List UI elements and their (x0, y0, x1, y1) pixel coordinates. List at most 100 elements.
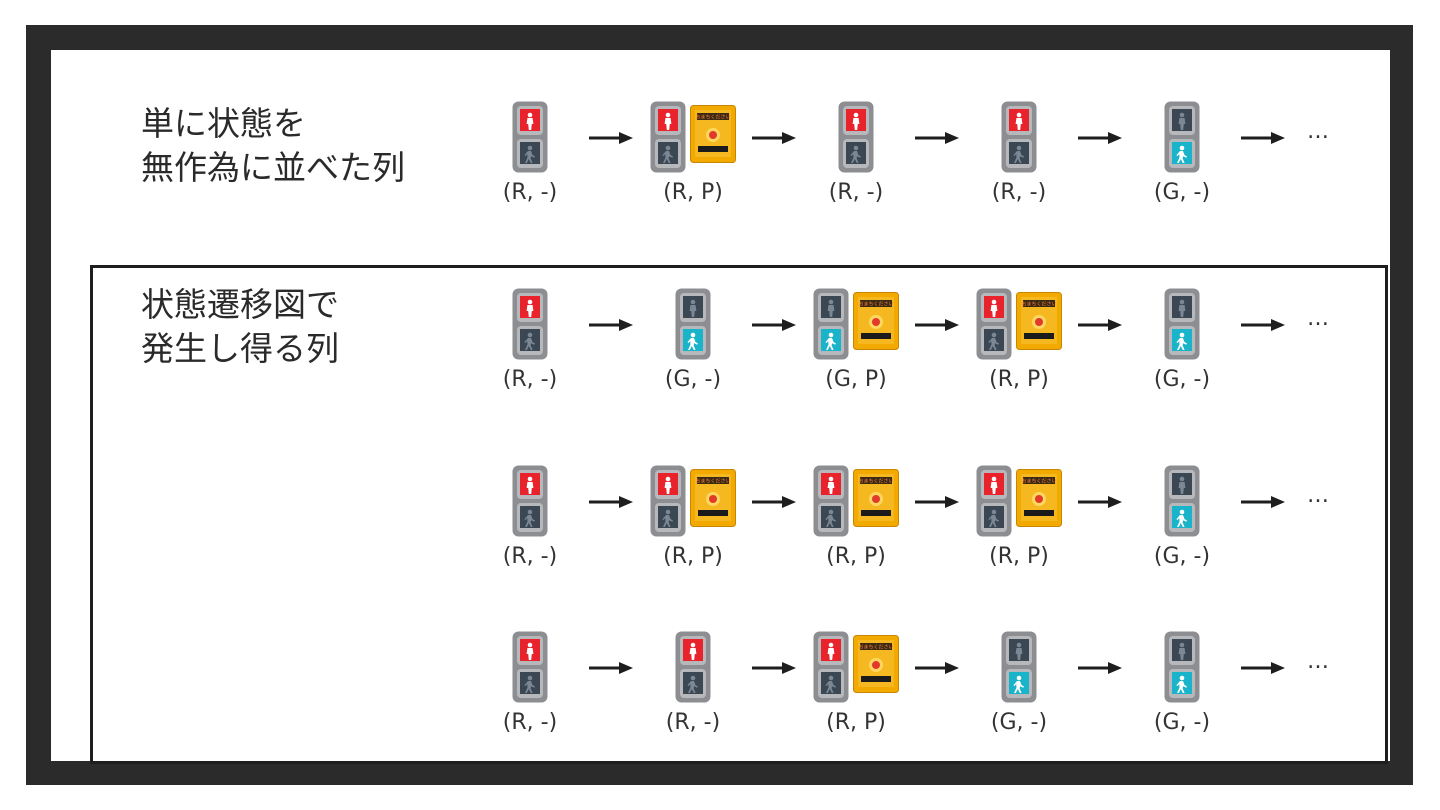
push-button-icon: おまちください (1016, 292, 1062, 350)
state-label: (R, -) (502, 180, 558, 205)
arrow-icon (752, 317, 798, 333)
arrow-icon (915, 317, 961, 333)
arrow-icon (752, 494, 798, 510)
state-icons (1117, 631, 1247, 706)
pedestrian-signal-icon (675, 288, 711, 360)
state-icons (628, 631, 758, 706)
pedestrian-signal-icon (675, 631, 711, 703)
state-icons (1117, 465, 1247, 540)
pedestrian-signal-icon (1001, 631, 1037, 703)
svg-text:おまちください: おまちください (858, 301, 893, 308)
sequence-row: (R, -) おまちください (R, P) (51, 101, 1390, 211)
state-cell: おまちください (R, P) (628, 465, 758, 575)
state-label: (R, -) (991, 180, 1047, 205)
button-wrapper: おまちください (1016, 469, 1062, 531)
state-label: (R, -) (502, 710, 558, 735)
state-icons (465, 631, 595, 706)
sequence-row: (R, -) おまちください (R, P) (51, 465, 1390, 575)
pedestrian-signal-icon (1164, 288, 1200, 360)
push-button-icon: おまちください (853, 292, 899, 350)
svg-text:おまちください: おまちください (858, 478, 893, 485)
state-icons (1117, 101, 1247, 176)
signal-wrapper (512, 465, 548, 541)
arrow-icon (1241, 494, 1287, 510)
signal-wrapper (512, 631, 548, 707)
state-cell: (G, -) (1117, 465, 1247, 575)
arrow-icon (589, 317, 635, 333)
state-cell: (G, -) (628, 288, 758, 398)
svg-text:おまちください: おまちください (1021, 478, 1056, 485)
state-cell: おまちください (R, P) (628, 101, 758, 211)
state-label: (G, -) (1153, 710, 1211, 735)
signal-wrapper (976, 288, 1012, 364)
pedestrian-signal-icon (512, 631, 548, 703)
state-cell: おまちください (R, P) (791, 465, 921, 575)
state-label: (R, -) (502, 544, 558, 569)
signal-wrapper (512, 288, 548, 364)
signal-wrapper (1001, 631, 1037, 707)
state-cell: (R, -) (954, 101, 1084, 211)
signal-wrapper (1164, 101, 1200, 177)
signal-wrapper (813, 465, 849, 541)
valid-sequences-box (90, 265, 1388, 764)
signal-wrapper (650, 465, 686, 541)
button-wrapper: おまちください (690, 469, 736, 531)
pedestrian-signal-icon (838, 101, 874, 173)
state-cell: (R, -) (628, 631, 758, 741)
arrow-icon (1078, 317, 1124, 333)
state-label: (G, -) (1153, 180, 1211, 205)
arrow-icon (589, 660, 635, 676)
state-cell: おまちください (R, P) (791, 631, 921, 741)
button-wrapper: おまちください (853, 635, 899, 697)
push-button-icon: おまちください (1016, 469, 1062, 527)
pedestrian-signal-icon (650, 101, 686, 173)
arrow-icon (915, 130, 961, 146)
button-wrapper: おまちください (1016, 292, 1062, 354)
arrow-icon (1241, 317, 1287, 333)
pedestrian-signal-icon (512, 288, 548, 360)
state-cell: (R, -) (465, 101, 595, 211)
arrow-icon (1078, 494, 1124, 510)
push-button-icon: おまちください (853, 635, 899, 693)
svg-text:おまちください: おまちください (695, 114, 730, 121)
arrow-icon (915, 494, 961, 510)
continuation-ellipsis: … (1307, 483, 1330, 508)
state-icons: おまちください (791, 631, 921, 706)
signal-wrapper (675, 288, 711, 364)
state-cell: (R, -) (465, 465, 595, 575)
state-label: (R, P) (826, 710, 886, 735)
state-cell: (G, -) (1117, 101, 1247, 211)
svg-text:おまちください: おまちください (1021, 301, 1056, 308)
state-icons (954, 631, 1084, 706)
pedestrian-signal-icon (512, 101, 548, 173)
button-wrapper: おまちください (853, 469, 899, 531)
state-label: (G, -) (990, 710, 1048, 735)
state-icons (628, 288, 758, 363)
signal-wrapper (512, 101, 548, 177)
pedestrian-signal-icon (650, 465, 686, 537)
state-icons: おまちください (954, 465, 1084, 540)
top-label: 単に状態を 無作為に並べた列 (141, 104, 405, 187)
box-label: 状態遷移図で 発生し得る列 (141, 285, 339, 368)
arrow-icon (915, 660, 961, 676)
state-label: (R, -) (828, 180, 884, 205)
signal-wrapper (1164, 631, 1200, 707)
state-cell: (G, -) (1117, 631, 1247, 741)
state-icons (465, 465, 595, 540)
state-icons: おまちください (954, 288, 1084, 363)
state-icons: おまちください (791, 465, 921, 540)
state-label: (R, -) (665, 710, 721, 735)
state-icons: おまちください (628, 101, 758, 176)
state-cell: (G, -) (954, 631, 1084, 741)
state-label: (G, -) (664, 367, 722, 392)
state-label: (G, P) (825, 367, 887, 392)
pedestrian-signal-icon (1164, 631, 1200, 703)
continuation-ellipsis: … (1307, 306, 1330, 331)
signal-wrapper (838, 101, 874, 177)
push-button-icon: おまちください (690, 469, 736, 527)
pedestrian-signal-icon (1164, 101, 1200, 173)
state-icons: おまちください (791, 288, 921, 363)
pedestrian-signal-icon (976, 465, 1012, 537)
state-label: (R, P) (989, 544, 1049, 569)
state-icons (791, 101, 921, 176)
